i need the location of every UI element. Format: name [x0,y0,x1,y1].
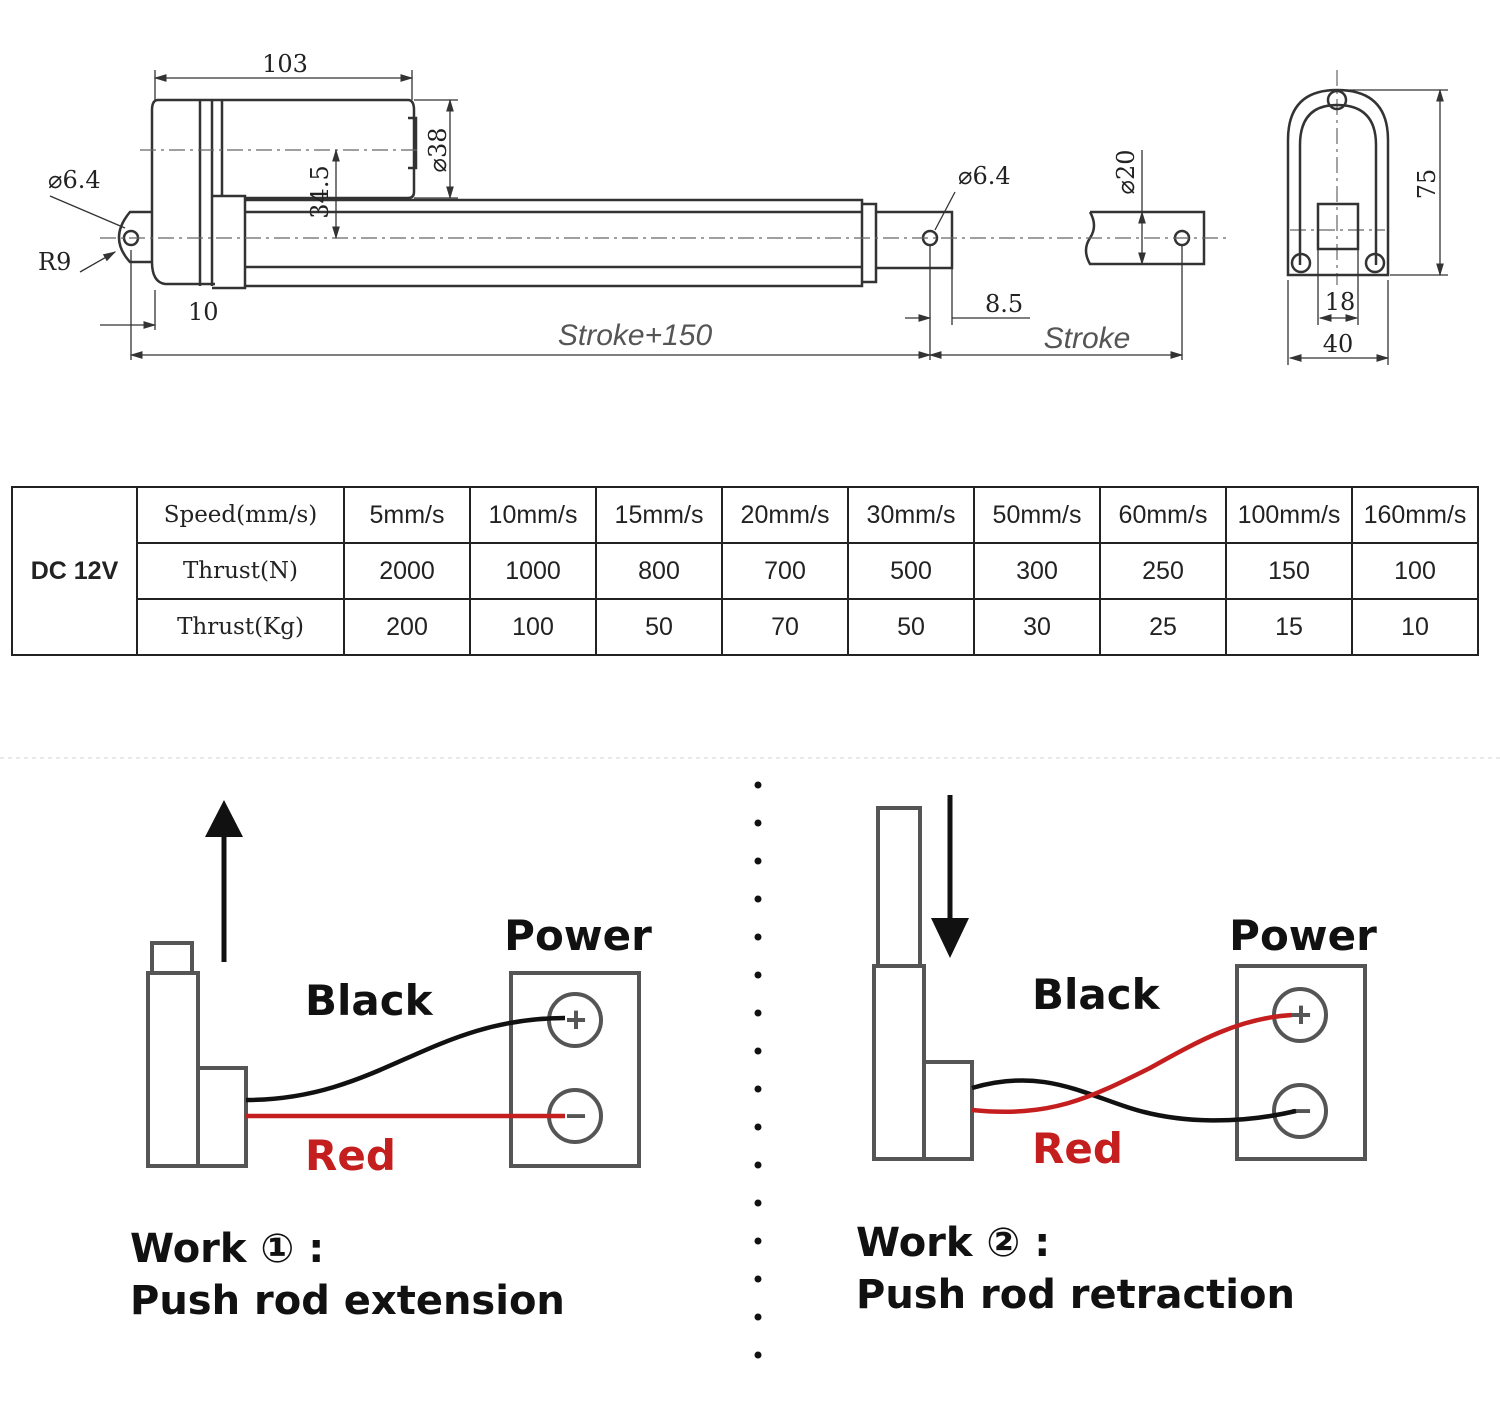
table-cell: 2000 [343,542,471,600]
power-box [1235,964,1367,1161]
table-cell: 15mm/s [595,486,723,544]
table-cell: 100 [469,598,597,656]
actuator-side-view [117,98,1206,290]
table-row-speed: DC 12V Speed(mm/s) 5mm/s 10mm/s 15mm/s 2… [11,486,1479,656]
plus-terminal-icon: + [565,999,586,1040]
table-cell: 10mm/s [469,486,597,544]
minus-terminal-icon: − [565,1095,586,1136]
table-row-thrust-n: Thrust(N) 2000 1000 800 700 500 300 250 … [12,542,1479,600]
black-wire [245,1015,566,1103]
power-box [509,971,641,1168]
power-label: Power [504,911,652,960]
section-divider [754,781,762,1359]
table-row-thrust-kg: Thrust(Kg) 200 100 50 70 50 30 25 15 10 [12,598,1479,656]
black-wire [971,1078,1297,1123]
rod-end-detail [1084,210,1206,266]
dim-front-offset: 8.5 [985,290,1023,318]
table-cell: 70 [721,598,849,656]
red-wire-label: Red [1032,1124,1123,1173]
work-title: Work ① : [130,1226,324,1272]
actuator-icon [146,941,248,1168]
table-cell: 700 [721,542,849,600]
dim-stroke: Stroke [1044,322,1131,355]
dim-end-slot: 18 [1325,288,1356,316]
table-cell: 150 [1225,542,1353,600]
outer-tube [245,198,864,288]
row-label-speed: Speed(mm/s) [136,486,345,544]
red-wire-label: Red [305,1131,396,1180]
motor-body [150,98,416,286]
table-cell: 15 [1225,598,1353,656]
table-cell: 1000 [469,542,597,600]
dim-end-width: 40 [1323,330,1354,358]
actuator-icon [872,806,974,1161]
actuator-end-view [1286,88,1390,277]
dim-motor-diameter: ⌀38 [424,128,452,173]
table-cell: 20mm/s [721,486,849,544]
extension-diagram: + − Power Black Red Work ① : Push rod ex… [130,800,652,1324]
table-cell: 30 [973,598,1101,656]
up-arrowhead-icon [205,800,243,837]
table-cell: 100 [1351,542,1479,600]
table-cell: 100mm/s [1225,486,1353,544]
work-description: Push rod retraction [856,1272,1295,1318]
dim-rod-diameter: ⌀20 [1112,150,1140,195]
table-cell: 60mm/s [1099,486,1227,544]
voltage-cell: DC 12V [11,486,138,656]
table-cell: 25 [1099,598,1227,656]
table-cell: 500 [847,542,975,600]
table-cell: 160mm/s [1351,486,1479,544]
dim-rear-radius: R9 [38,248,71,276]
row-label-thrust-n: Thrust(N) [136,542,345,600]
dim-rear-hole: ⌀6.4 [48,166,101,194]
table-cell: 800 [595,542,723,600]
retraction-diagram: + − Power Black Red Work ② : Push rod re… [856,795,1377,1318]
black-wire-label: Black [1032,970,1161,1019]
work-description: Push rod extension [130,1278,565,1324]
table-cell: 50 [847,598,975,656]
dim-front-hole: ⌀6.4 [958,162,1011,190]
inner-rod [876,210,954,270]
plus-terminal-icon: + [1290,994,1311,1035]
table-cell: 300 [973,542,1101,600]
table-cell: 50 [595,598,723,656]
power-label: Power [1229,911,1377,960]
table-cell: 250 [1099,542,1227,600]
table-cell: 50mm/s [973,486,1101,544]
table-cell: 10 [1351,598,1479,656]
speed-thrust-table: DC 12V Speed(mm/s) 5mm/s 10mm/s 15mm/s 2… [11,486,1479,656]
table-cell: 200 [343,598,471,656]
dim-rear-offset: 10 [188,298,219,326]
dim-end-height: 75 [1413,169,1441,200]
red-wire [971,1012,1293,1115]
table-cell: 5mm/s [343,486,471,544]
dim-axis-offset: 34.5 [306,165,334,218]
black-wire-label: Black [305,976,434,1025]
down-arrowhead-icon [931,918,969,958]
dim-body-length: 103 [262,50,308,78]
work-title: Work ② : [856,1220,1050,1266]
dim-installed-length: Stroke+150 [558,319,713,352]
table-cell: 30mm/s [847,486,975,544]
row-label-thrust-kg: Thrust(Kg) [136,598,345,656]
dimension-drawing: 103 ⌀38 34.5 ⌀6.4 R9 10 ⌀6.4 8.5 ⌀20 Str… [38,50,1448,365]
minus-terminal-icon: − [1290,1090,1311,1131]
wiring-diagram: + − Power Black Red Work ① : Push rod ex… [0,757,1500,1359]
